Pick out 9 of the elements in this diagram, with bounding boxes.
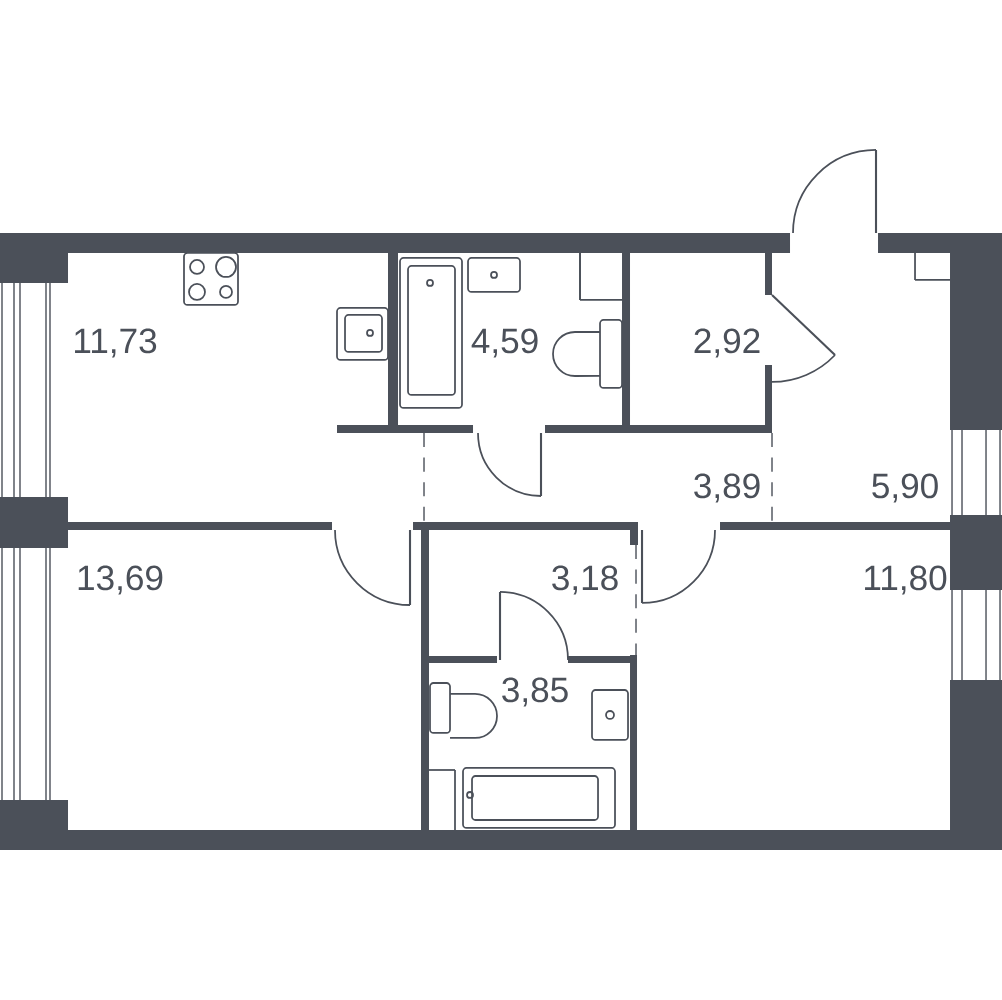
area-label: 4,59 xyxy=(471,328,538,358)
area-label: 3,85 xyxy=(502,677,568,707)
area-label: 3,89 xyxy=(694,473,760,503)
area-label: 3,18 xyxy=(552,565,618,595)
area-label: 11,80 xyxy=(865,565,947,595)
area-label: 13,69 xyxy=(78,565,163,595)
area-label: 5,90 xyxy=(872,473,938,503)
area-label: 11,73 xyxy=(75,328,157,358)
area-label: 2,92 xyxy=(694,328,760,358)
